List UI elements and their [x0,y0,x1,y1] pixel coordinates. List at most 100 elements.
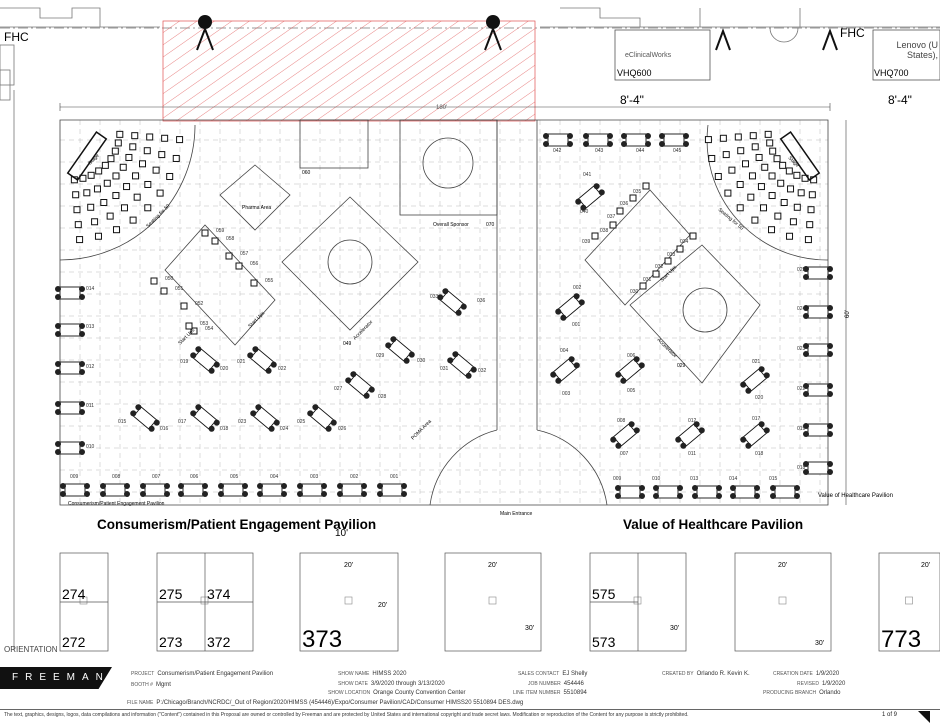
booth-pod[interactable] [609,420,641,450]
table-icon[interactable] [250,279,258,287]
booth-pod[interactable] [60,483,90,497]
booth-pod[interactable] [129,403,161,433]
booth-pod[interactable] [178,483,208,497]
chair-icon [803,383,809,389]
chair-icon [621,141,627,147]
booth-number: 033 [430,294,439,300]
booth-pod[interactable] [730,485,760,499]
booth-pod[interactable] [140,483,170,497]
booth-number: 044 [636,148,645,154]
seat-icon [158,151,166,159]
field-label: SALES CONTACT [518,671,560,677]
booth-pod[interactable] [189,345,221,375]
booth-outline[interactable] [299,552,399,652]
chair-icon [79,409,85,415]
booth-pod[interactable] [297,483,327,497]
table-icon[interactable] [639,282,647,290]
table-icon[interactable] [201,229,209,237]
booth-pod[interactable] [739,365,771,395]
table-icon[interactable] [689,232,697,240]
table-icon[interactable] [225,252,233,260]
booth-pod[interactable] [257,483,287,497]
table-icon[interactable] [642,182,650,190]
table-icon[interactable] [235,262,243,270]
booth-pod[interactable] [55,441,85,455]
table-icon[interactable] [591,232,599,240]
booth-pod[interactable] [803,383,833,397]
table-icon[interactable] [609,221,617,229]
right-pavilion-title: Value of Healthcare Pavilion [623,517,803,532]
chair-icon [770,493,776,499]
field-value: EJ Shelly [562,671,588,677]
booth-pod[interactable] [55,361,85,375]
booth-pod[interactable] [583,133,613,147]
table-icon[interactable] [629,194,637,202]
chair-icon [683,141,689,147]
table-icon[interactable] [180,302,188,310]
chair-icon [307,410,314,417]
table-icon[interactable] [616,207,624,215]
booth-vhq700 [872,29,940,81]
booth-pod[interactable] [55,401,85,415]
booth-pod[interactable] [377,483,407,497]
seat-icon [804,236,812,244]
booth-pod[interactable] [543,133,573,147]
booth-pod[interactable] [574,182,606,212]
booth-pod[interactable] [384,335,416,365]
booth-outline[interactable] [734,552,832,652]
booth-outline[interactable] [444,552,542,652]
chair-icon [639,493,645,499]
booth-pod[interactable] [100,483,130,497]
booth-pod[interactable] [803,305,833,319]
booth-pod[interactable] [674,420,706,450]
table-icon[interactable] [160,287,168,295]
booth-pod[interactable] [614,355,646,385]
booth-pod[interactable] [344,370,376,400]
chair-icon [827,313,833,319]
booth-pod[interactable] [554,292,586,322]
booth-pod[interactable] [803,461,833,475]
booth-pod[interactable] [659,133,689,147]
booth-pod[interactable] [549,355,581,385]
chair-icon [363,392,370,399]
booth-pod[interactable] [803,343,833,357]
booth-pod[interactable] [615,485,645,499]
booth-pod[interactable] [218,483,248,497]
booth-pod[interactable] [306,403,338,433]
seat-icon [768,192,776,200]
booth-pod[interactable] [770,485,800,499]
seat-icon [116,130,124,138]
page-number: 1 of 9 [882,712,898,718]
booth-pod[interactable] [739,420,771,450]
table-icon[interactable] [664,257,672,265]
chair-icon [692,493,698,499]
booth-dimension: 30' [815,640,824,647]
booth-pod[interactable] [249,403,281,433]
booth-pod[interactable] [189,403,221,433]
booth-outline[interactable] [878,552,940,652]
booth-pod[interactable] [55,286,85,300]
booth-pod[interactable] [621,133,651,147]
table-icon[interactable] [652,270,660,278]
booth-pod[interactable] [55,323,85,337]
booth-dimension: 20' [378,602,387,609]
pavilion-outline [59,119,829,506]
chair-icon [345,377,352,384]
booth-pod[interactable] [692,485,722,499]
booth-pod[interactable] [446,350,478,380]
seat-icon [757,183,765,191]
table-icon[interactable] [150,277,158,285]
table-icon[interactable] [190,327,198,335]
table-icon[interactable] [211,237,219,245]
booth-pod[interactable] [803,266,833,280]
booth-pod[interactable] [653,485,683,499]
seat-icon [708,154,716,162]
booth-pod[interactable] [337,483,367,497]
table-icon[interactable] [185,322,193,330]
table-icon[interactable] [676,245,684,253]
booth-pod[interactable] [436,287,468,317]
booth-pod[interactable] [246,345,278,375]
restricted-hatch-area [162,20,536,122]
booth-pod[interactable] [803,423,833,437]
